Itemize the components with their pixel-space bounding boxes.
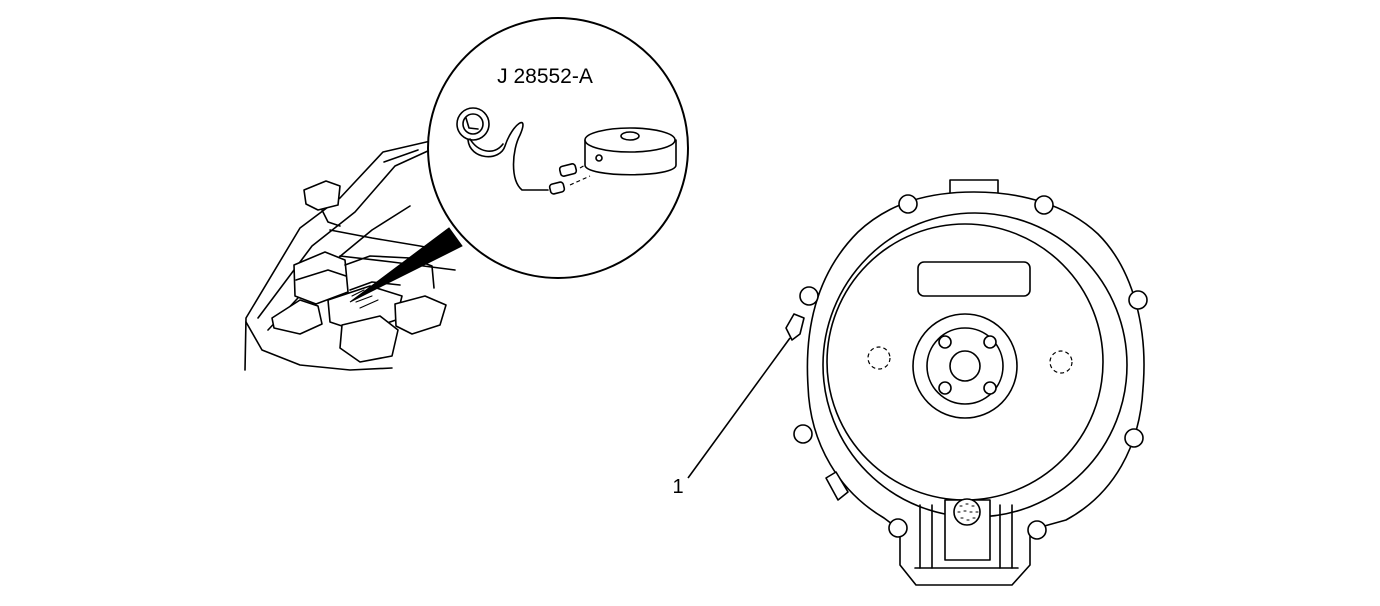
tool-label: J 28552-A <box>497 65 593 88</box>
detail-callout-circle <box>427 17 689 279</box>
callout-1-number: 1 <box>672 476 683 498</box>
tool-probe-icon <box>456 107 677 195</box>
callout-1: 1 <box>672 337 791 498</box>
vehicle-engine-bay-icon <box>244 139 456 371</box>
transmission-housing-icon <box>785 179 1148 586</box>
magnifier-pointer <box>349 227 463 303</box>
